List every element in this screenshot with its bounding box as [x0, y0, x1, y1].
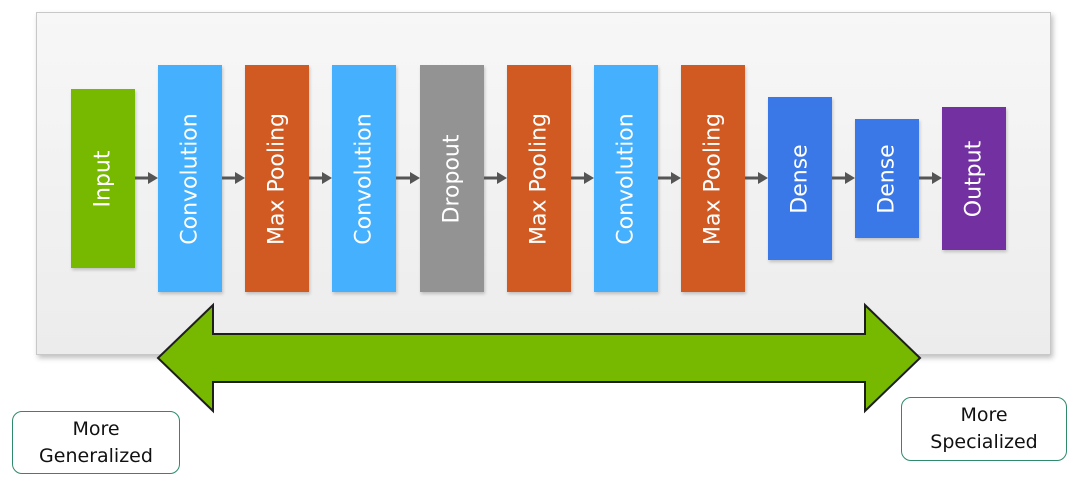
generalized-specialized-double-arrow: [156, 302, 922, 414]
layer-dense-1: Dense: [768, 97, 832, 260]
layer-max-pooling-3: Max Pooling: [681, 65, 745, 292]
connector-arrowhead-icon: [410, 172, 420, 184]
connector-arrowhead-icon: [845, 172, 855, 184]
right-label-line2: Specialized: [930, 431, 1038, 453]
layer-output: Output: [942, 107, 1006, 250]
connector-arrowhead-icon: [671, 172, 681, 184]
layer-max-pooling-2: Max Pooling: [507, 65, 571, 292]
more-generalized-label: More Generalized: [12, 411, 180, 474]
layer-convolution-2: Convolution: [332, 65, 396, 292]
connector-arrowhead-icon: [497, 172, 507, 184]
connector-arrowhead-icon: [932, 172, 942, 184]
left-label-line1: More: [72, 418, 120, 440]
layer-convolution-3: Convolution: [594, 65, 658, 292]
connector-arrowhead-icon: [148, 172, 158, 184]
right-label-line1: More: [960, 404, 1008, 426]
connector-arrowhead-icon: [758, 172, 768, 184]
connector-arrowhead-icon: [322, 172, 332, 184]
layer-input: Input: [71, 89, 135, 268]
layer-dropout: Dropout: [420, 65, 484, 292]
layer-max-pooling-1: Max Pooling: [245, 65, 309, 292]
more-specialized-label: More Specialized: [901, 397, 1067, 461]
left-label-line2: Generalized: [39, 445, 153, 467]
connector-arrowhead-icon: [584, 172, 594, 184]
layer-dense-2: Dense: [855, 119, 919, 238]
layer-convolution-1: Convolution: [158, 65, 222, 292]
connector-arrowhead-icon: [235, 172, 245, 184]
